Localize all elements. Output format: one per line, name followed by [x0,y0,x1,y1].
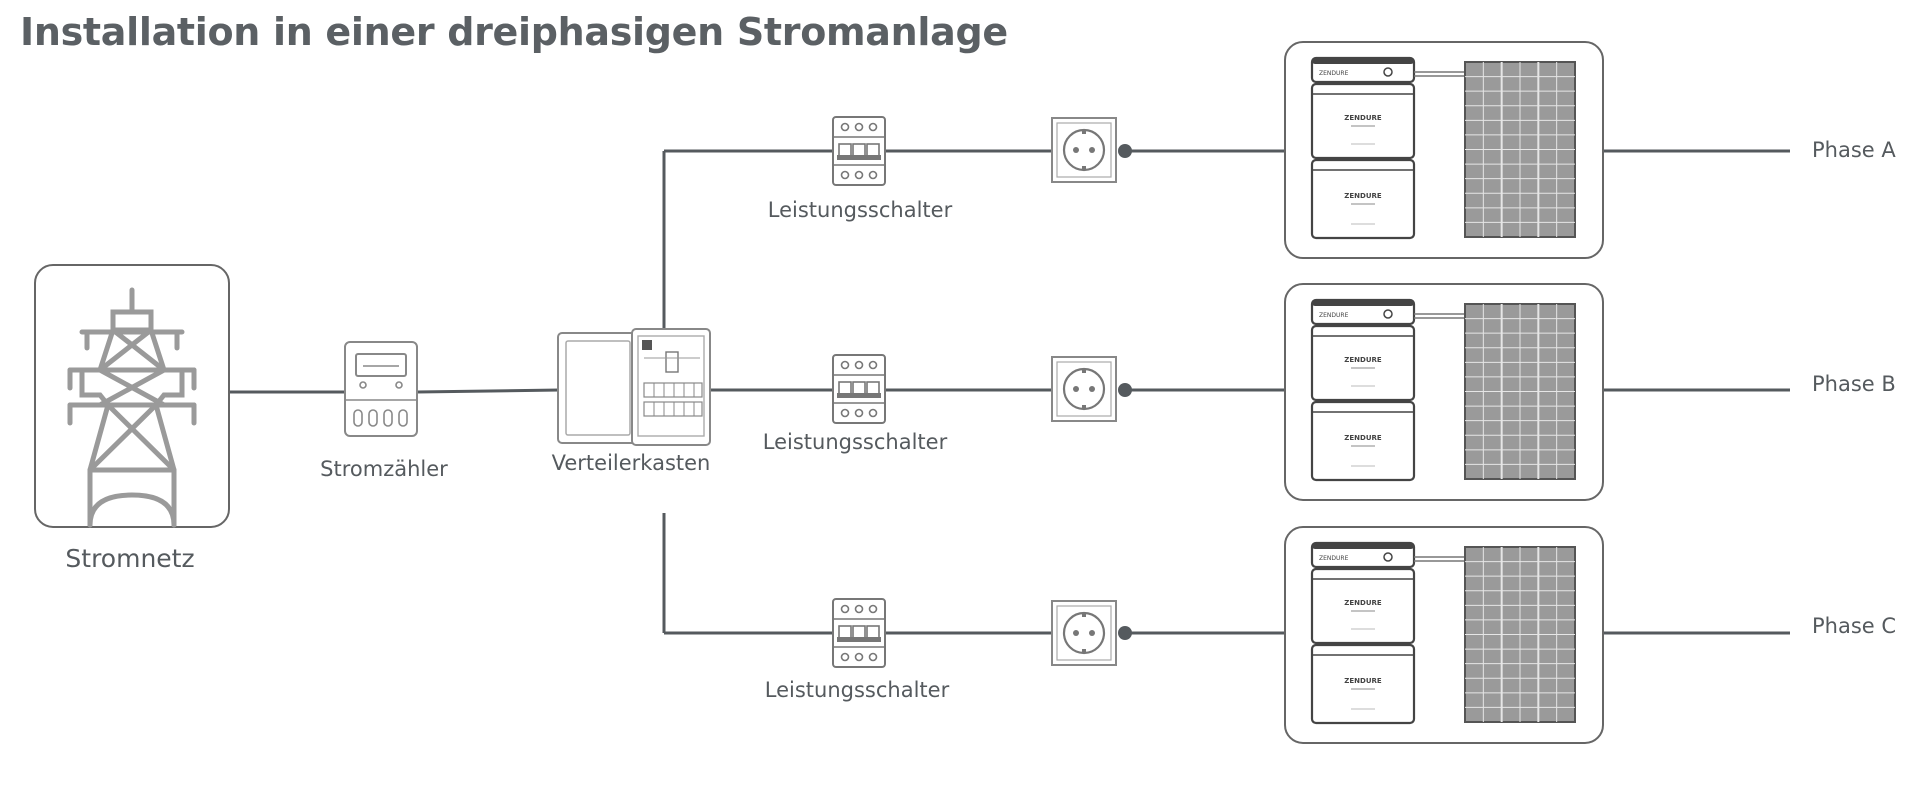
electricity-meter-icon [344,341,418,437]
circuit-breaker-icon-a [832,116,886,186]
junction-dot-c [1118,626,1132,640]
socket-icon-b [1050,355,1118,423]
label-phase-c: Phase C [1812,614,1897,638]
distribution-box-icon [557,328,711,446]
junction-dot-b [1118,383,1132,397]
solar-panel-cells-b [1465,304,1575,479]
label-meter: Stromzähler [320,457,448,481]
junction-dot-a [1118,144,1132,158]
socket-icon-a [1050,116,1118,184]
wiring [229,149,1790,635]
circuit-breaker-icon-c [832,598,886,668]
circuit-breaker-icon-b [832,354,886,424]
label-distribution-box: Verteilerkasten [551,451,711,475]
power-grid-tower-icon [34,264,230,528]
solar-panel-cells-c [1465,547,1575,722]
page-title: Installation in einer dreiphasigen Strom… [20,10,1008,54]
label-phase-b: Phase B [1812,372,1896,396]
label-phase-a: Phase A [1812,138,1896,162]
socket-icon-c [1050,599,1118,667]
label-breaker-a: Leistungsschalter [767,198,953,222]
label-breaker-c: Leistungsschalter [764,678,950,702]
label-breaker-b: Leistungsschalter [762,430,948,454]
solar-panel-cells-a [1465,62,1575,237]
label-grid: Stromnetz [65,544,195,573]
